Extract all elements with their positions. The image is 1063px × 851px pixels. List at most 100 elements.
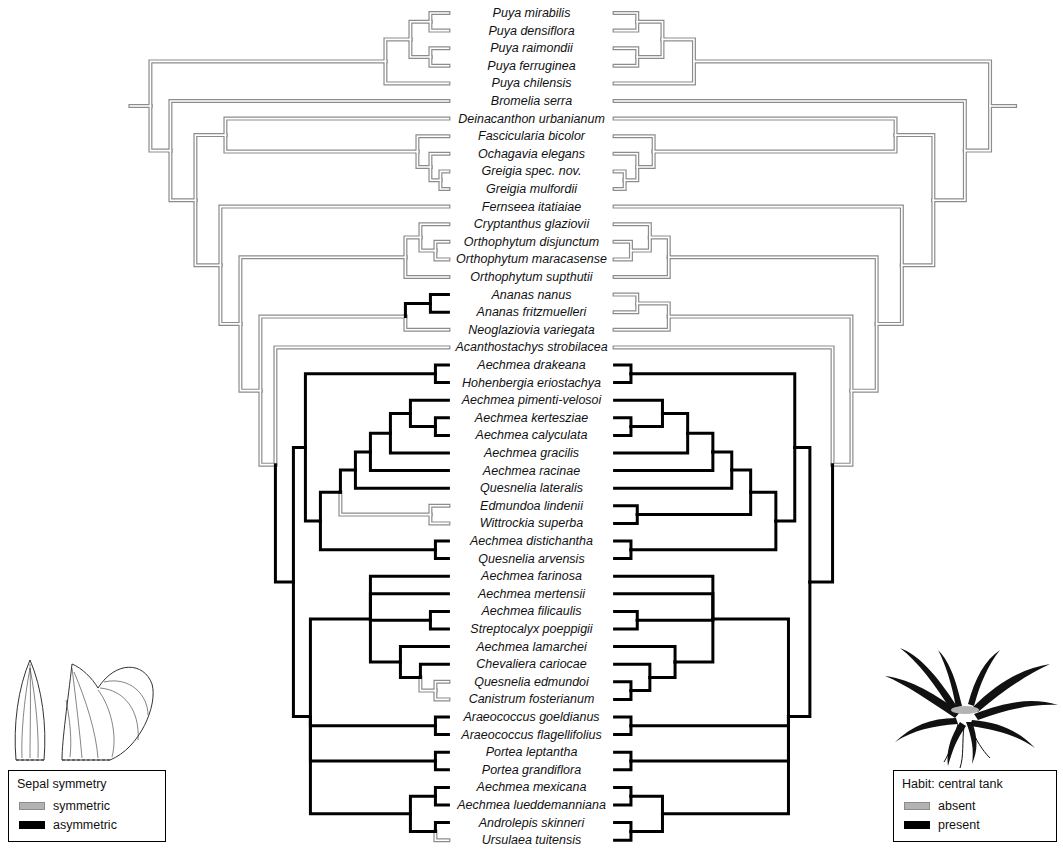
tree-branch	[615, 13, 638, 22]
tree-branch	[440, 180, 448, 189]
tree-branch	[877, 265, 902, 324]
tree-branch	[615, 717, 631, 726]
legend-text: absent	[938, 798, 976, 814]
tree-branch	[631, 521, 776, 550]
tree-branch	[405, 317, 448, 330]
taxon-label: Araeococcus goeldianus	[463, 709, 599, 725]
tree-branch	[220, 265, 240, 324]
tree-branch	[713, 452, 732, 470]
tree-branch	[435, 541, 448, 550]
tree-branch	[788, 582, 809, 717]
tree-branch	[385, 39, 410, 61]
tree-branch	[420, 237, 435, 250]
tree-branch	[615, 136, 654, 151]
tree-branch	[435, 691, 448, 700]
tree-branch	[902, 200, 934, 265]
tree-branch	[615, 180, 625, 189]
tree-branch	[615, 620, 638, 629]
tree-branch	[430, 22, 448, 31]
tree-branch	[669, 257, 877, 324]
taxon-label: Puya raimondii	[490, 40, 573, 56]
tree-branch	[732, 470, 751, 492]
tree-branch	[320, 492, 340, 521]
tree-branch	[615, 251, 631, 260]
tree-branch	[130, 105, 150, 107]
tree-branch	[688, 433, 713, 452]
tree-branch	[637, 152, 653, 167]
tree-branch	[631, 237, 650, 250]
tree-branch	[615, 611, 638, 620]
tree-branch	[694, 61, 990, 106]
tree-branch	[615, 242, 631, 251]
tree-branch	[195, 135, 225, 200]
tree-branch	[615, 761, 631, 770]
tree-branch	[430, 620, 448, 629]
tree-branch	[615, 101, 965, 151]
tree-branch	[615, 154, 638, 167]
tree-branch	[195, 200, 220, 265]
legend-title: Habit: central tank	[902, 776, 1003, 792]
legend-box: Sepal symmetrysymmetricasymmetric	[8, 770, 166, 842]
tree-branch	[435, 251, 448, 260]
tree-branch	[410, 39, 430, 57]
tree-branch	[435, 823, 448, 832]
tree-branch	[410, 22, 430, 40]
taxon-label: Cryptanthus glaziovii	[474, 216, 589, 232]
taxon-label: Portea leptantha	[486, 744, 578, 760]
tree-branch	[902, 200, 934, 265]
tree-branch	[435, 787, 448, 796]
taxon-label: Deinacanthon urbanianum	[458, 111, 605, 127]
tree-branch	[170, 151, 195, 201]
tree-branch	[340, 492, 430, 514]
tree-branch	[615, 224, 650, 237]
tree-branch	[435, 831, 448, 840]
tree-branch	[420, 237, 435, 250]
tree-branch	[615, 541, 631, 550]
taxon-label: Orthophytum supthutii	[470, 269, 592, 285]
tree-branch	[435, 251, 448, 260]
tree-branch	[615, 22, 638, 31]
taxon-label: Edmundoa lindenii	[480, 498, 583, 514]
tree-branch	[795, 447, 810, 582]
tree-branch	[417, 136, 448, 151]
tree-branch	[615, 418, 631, 427]
tree-branch	[260, 317, 405, 391]
tree-branch	[430, 515, 448, 524]
tree-branch	[355, 452, 370, 470]
tree-branch	[615, 317, 669, 330]
tree-branch	[435, 831, 448, 840]
tree-branch	[390, 413, 410, 433]
tree-branch	[615, 691, 631, 700]
taxon-label: Aechmea kertesziae	[475, 410, 588, 426]
tree-branch	[637, 152, 653, 167]
tree-branch	[896, 135, 934, 200]
tree-branch	[650, 237, 669, 257]
taxon-label: Puya ferruginea	[487, 58, 575, 74]
legend-text: asymmetric	[53, 817, 117, 833]
tree-branch	[615, 101, 965, 151]
tree-branch	[320, 521, 435, 550]
tree-branch	[420, 677, 435, 690]
tree-branch	[615, 550, 631, 559]
tree-branch	[615, 664, 650, 677]
tree-branch	[150, 106, 170, 151]
taxon-label: Portea grandiflora	[482, 762, 581, 778]
tree-branch	[225, 119, 448, 136]
tree-branch	[615, 303, 638, 312]
tree-branch	[615, 726, 631, 735]
tree-branch	[631, 413, 663, 426]
tree-branch	[615, 515, 638, 524]
tree-branch	[410, 814, 435, 832]
tree-branch	[662, 39, 694, 61]
tree-branch	[240, 257, 405, 324]
tree-branch	[631, 716, 789, 725]
tree-branch	[430, 57, 448, 66]
taxon-label: Puya mirabilis	[493, 5, 571, 21]
tree-branch	[430, 154, 448, 167]
tree-branch	[435, 691, 448, 700]
tree-branch	[400, 647, 448, 662]
legend-swatch	[19, 802, 45, 810]
taxon-label: Ursulaea tuitensis	[482, 832, 581, 848]
tree-branch	[615, 119, 896, 136]
tree-branch	[990, 104, 1015, 108]
